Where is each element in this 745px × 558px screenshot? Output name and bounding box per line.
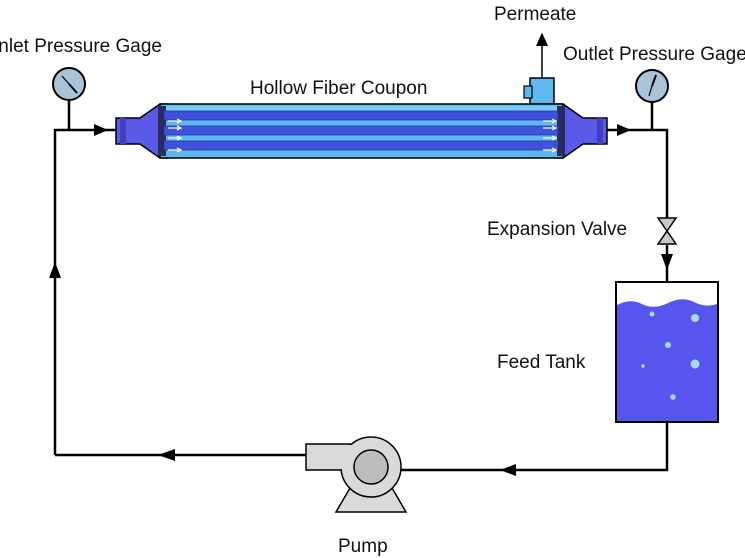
flow-arrow-left (158, 449, 175, 461)
flow-arrow-down (661, 254, 673, 270)
valve-icon (656, 217, 678, 245)
hollow-fiber-coupon (115, 32, 608, 159)
flow-arrow-right-inlet (94, 124, 108, 136)
fiber (163, 140, 559, 151)
pump-impeller (353, 449, 389, 485)
flow-arrow-left (500, 464, 516, 476)
outlet-pressure-gage (635, 69, 669, 103)
return-line-left (53, 128, 116, 455)
tank-liquid (617, 299, 717, 421)
pump-icon (305, 436, 408, 513)
permeate-port (529, 77, 555, 105)
fiber (163, 125, 559, 136)
permeate-label: Permeate (494, 4, 576, 25)
module-flow-arrows (168, 118, 558, 153)
tank-label: Feed Tank (497, 352, 586, 373)
fiber (163, 110, 559, 121)
flow-arrow-up (49, 262, 61, 278)
inlet-gage-label: Inlet Pressure Gage (0, 36, 162, 57)
outlet-line (607, 128, 669, 218)
potting-left (158, 106, 166, 156)
potting-right (557, 106, 565, 156)
valve-label: Expansion Valve (487, 219, 627, 240)
bubbles (641, 311, 700, 400)
outlet-gage-label: Outlet Pressure Gage (563, 44, 745, 65)
pump-label: Pump (338, 536, 388, 557)
tank-icon (615, 281, 719, 423)
flow-arrows (49, 124, 673, 476)
tank-to-pump-line (398, 422, 669, 472)
inlet-pressure-gage (52, 67, 86, 101)
coupon-label: Hollow Fiber Coupon (250, 78, 427, 99)
flow-arrow-right-outlet (617, 124, 631, 136)
hollow-fibers (163, 110, 559, 151)
